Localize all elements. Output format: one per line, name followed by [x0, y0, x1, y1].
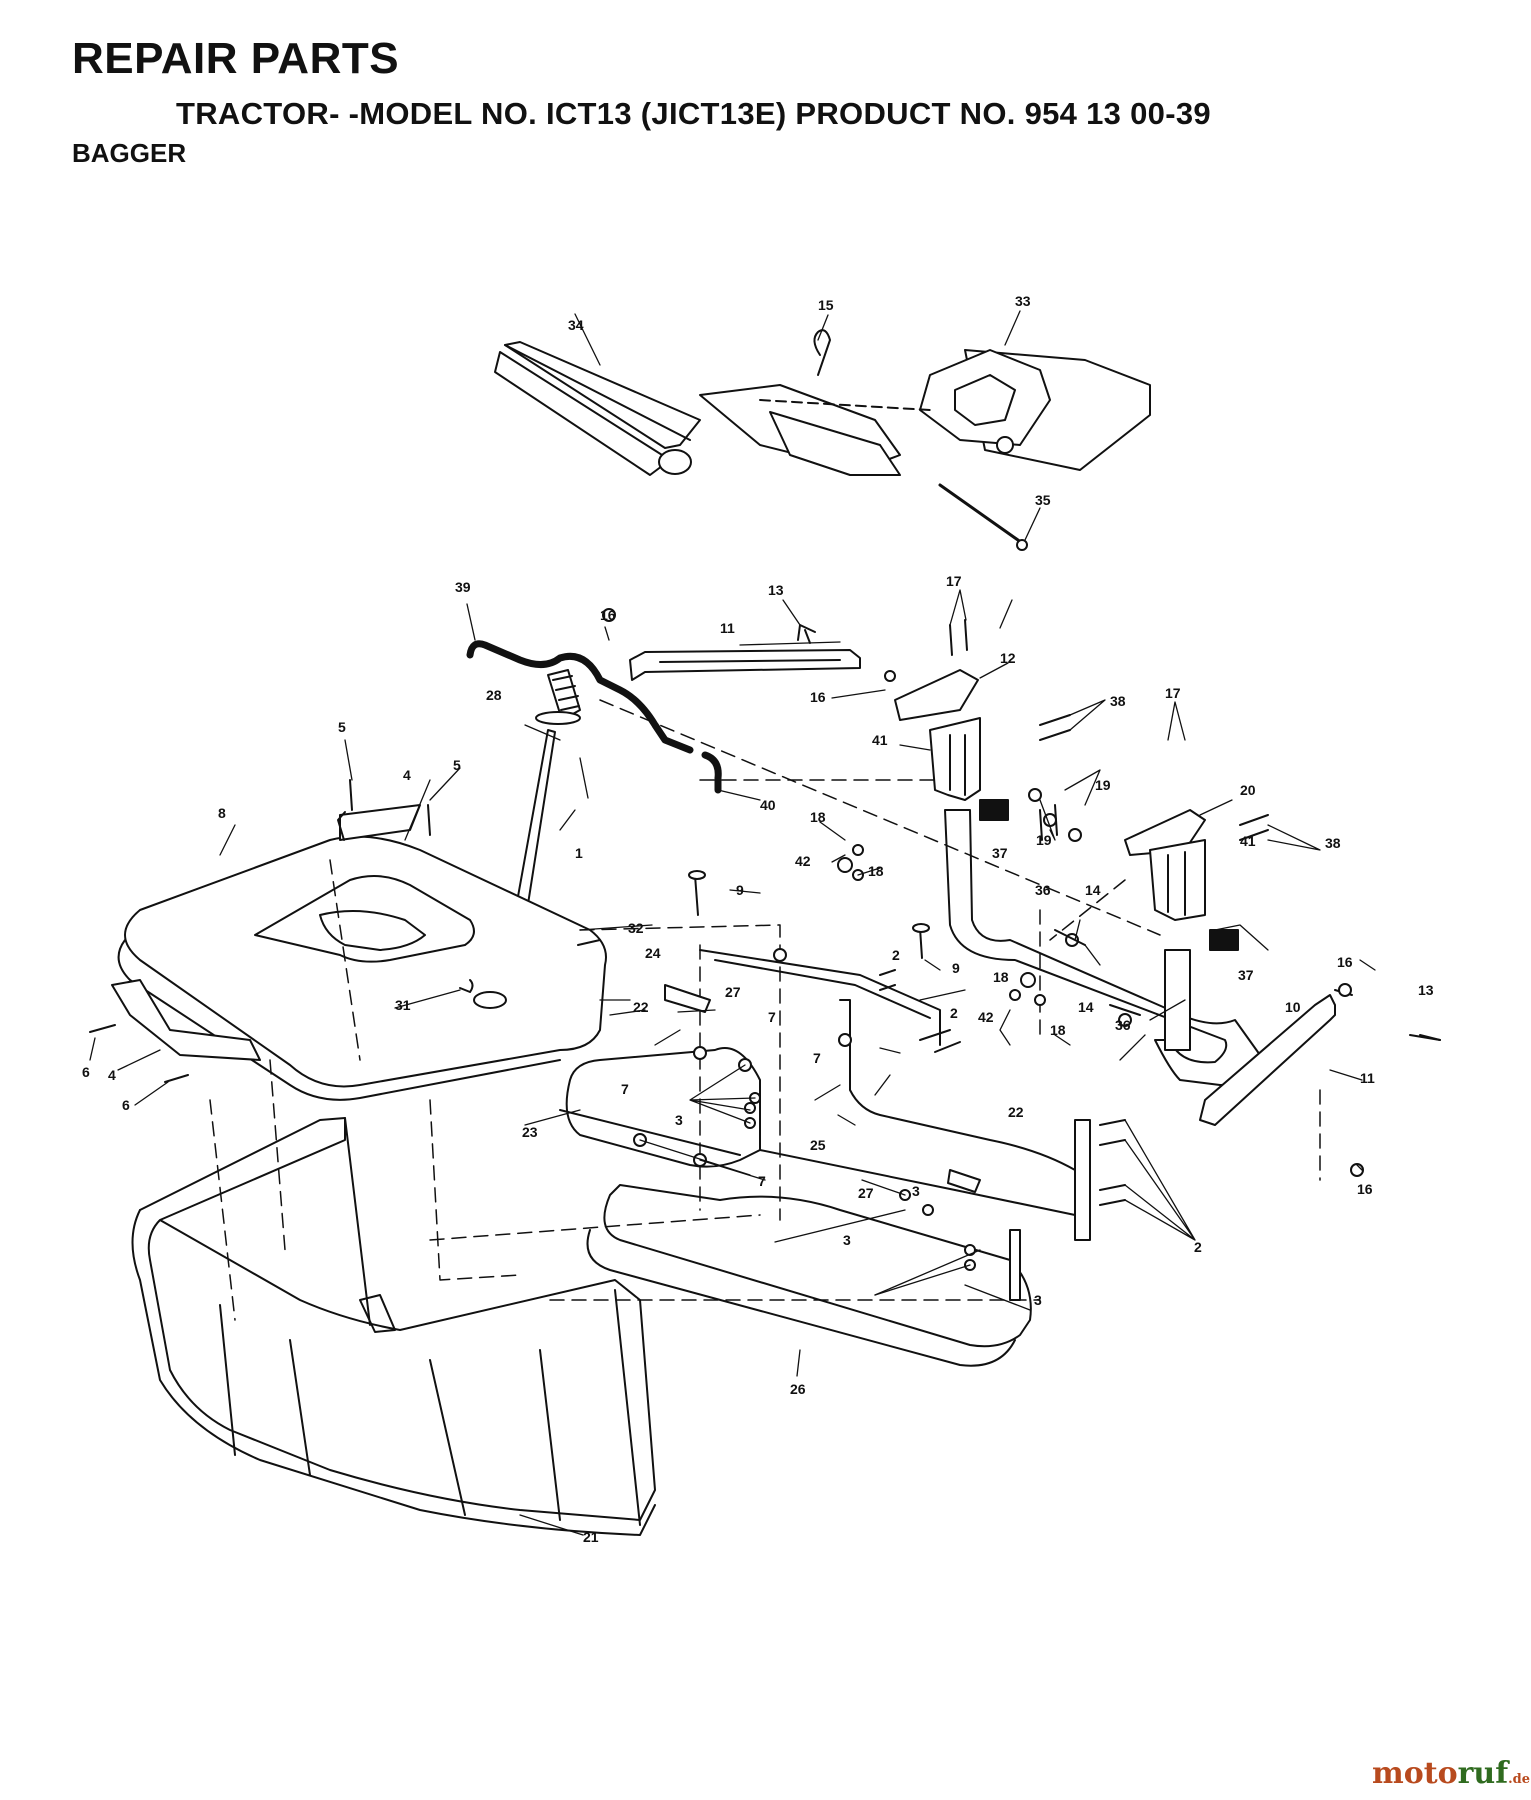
label-23: 23	[522, 1124, 538, 1140]
label-18-top: 18	[810, 809, 826, 825]
label-37-top: 37	[992, 845, 1008, 861]
label-42-mid: 42	[978, 1009, 994, 1025]
label-41-top: 41	[872, 732, 888, 748]
label-16-top: 16	[600, 607, 616, 623]
label-28: 28	[486, 687, 502, 703]
label-5-left: 5	[338, 719, 346, 735]
label-3-top: 3	[675, 1112, 683, 1128]
bracket-right	[1199, 994, 1336, 1126]
label-19-top: 19	[1095, 777, 1111, 793]
label-21: 21	[583, 1529, 599, 1545]
label-38-right: 38	[1325, 835, 1341, 851]
label-17-left: 17	[946, 573, 962, 589]
label-11-top: 11	[720, 620, 735, 636]
label-13-right: 13	[1418, 982, 1434, 998]
label-39: 39	[455, 579, 471, 595]
label-7-mid: 7	[813, 1050, 821, 1066]
label-16-low: 16	[1357, 1181, 1373, 1197]
section-title: BAGGER	[72, 138, 187, 168]
label-20: 20	[1240, 782, 1256, 798]
grass-bag	[131, 1117, 656, 1536]
label-18-low: 18	[993, 969, 1009, 985]
label-7-low: 7	[758, 1173, 766, 1189]
label-19-bottom: 19	[1036, 832, 1052, 848]
label-36-mid: 36	[1115, 1017, 1131, 1033]
label-16-right: 16	[1337, 954, 1353, 970]
label-2-mid: 2	[950, 1005, 958, 1021]
bag-cover	[117, 804, 607, 1101]
label-17-right: 17	[1165, 685, 1181, 701]
label-5-right: 5	[453, 757, 461, 773]
label-42-top: 42	[795, 853, 811, 869]
label-7-top: 7	[768, 1009, 776, 1025]
label-35: 35	[1035, 492, 1051, 508]
label-33: 33	[1015, 293, 1031, 309]
label-34: 34	[568, 317, 584, 333]
bag-frames	[559, 949, 1091, 1367]
label-26: 26	[790, 1381, 806, 1397]
label-12: 12	[1000, 650, 1016, 666]
label-3-mid: 3	[912, 1183, 920, 1199]
label-6-low: 6	[122, 1097, 130, 1113]
label-15: 15	[818, 297, 834, 313]
label-2-right: 2	[1194, 1239, 1202, 1255]
label-41-right: 41	[1240, 833, 1256, 849]
label-7-left: 7	[621, 1081, 629, 1097]
bracket-top	[629, 649, 861, 681]
label-3-bottom: 3	[1034, 1292, 1042, 1308]
label-31: 31	[395, 997, 411, 1013]
label-38-top: 38	[1110, 693, 1126, 709]
label-14-top: 14	[1085, 882, 1101, 898]
label-2-top: 2	[892, 947, 900, 963]
label-27-top: 27	[725, 984, 741, 1000]
callout-labels: 15 33 34 35 39 13 17 16 11 12 16 28 38 1…	[82, 293, 1434, 1545]
model-subtitle: TRACTOR- -MODEL NO. ICT13 (JICT13E) PROD…	[176, 96, 1211, 131]
label-14-mid: 14	[1078, 999, 1094, 1015]
label-9-mid: 9	[952, 960, 960, 976]
label-32: 32	[628, 920, 644, 936]
right-frame	[894, 669, 1261, 1086]
label-40: 40	[760, 797, 776, 813]
label-36-top: 36	[1035, 882, 1051, 898]
chute-tube	[466, 640, 722, 794]
page-title: REPAIR PARTS	[72, 34, 400, 83]
label-22-top: 22	[633, 999, 649, 1015]
label-8: 8	[218, 805, 226, 821]
label-16-mid: 16	[810, 689, 826, 705]
label-4-top: 4	[403, 767, 411, 783]
label-37-right: 37	[1238, 967, 1254, 983]
label-4-low: 4	[108, 1067, 116, 1083]
label-13-top: 13	[768, 582, 784, 598]
label-27-low: 27	[858, 1185, 874, 1201]
label-9-top: 9	[736, 882, 744, 898]
hitch-assembly	[494, 329, 1151, 551]
label-18-right: 18	[1050, 1022, 1066, 1038]
construction-lines	[209, 699, 1321, 1321]
label-6-top: 6	[82, 1064, 90, 1080]
label-10: 10	[1285, 999, 1301, 1015]
label-24: 24	[645, 945, 661, 961]
label-18-mid: 18	[868, 863, 884, 879]
label-22-mid: 22	[1008, 1104, 1024, 1120]
label-3-low: 3	[843, 1232, 851, 1248]
label-1: 1	[575, 845, 583, 861]
page-header: REPAIR PARTS TRACTOR- -MODEL NO. ICT13 (…	[0, 0, 1531, 200]
leader-lines	[89, 310, 1376, 1536]
label-11-right: 11	[1360, 1070, 1375, 1086]
bag-handle	[111, 979, 261, 1061]
watermark-logo: motoruf.de	[1372, 1756, 1531, 1791]
label-25: 25	[810, 1137, 826, 1153]
